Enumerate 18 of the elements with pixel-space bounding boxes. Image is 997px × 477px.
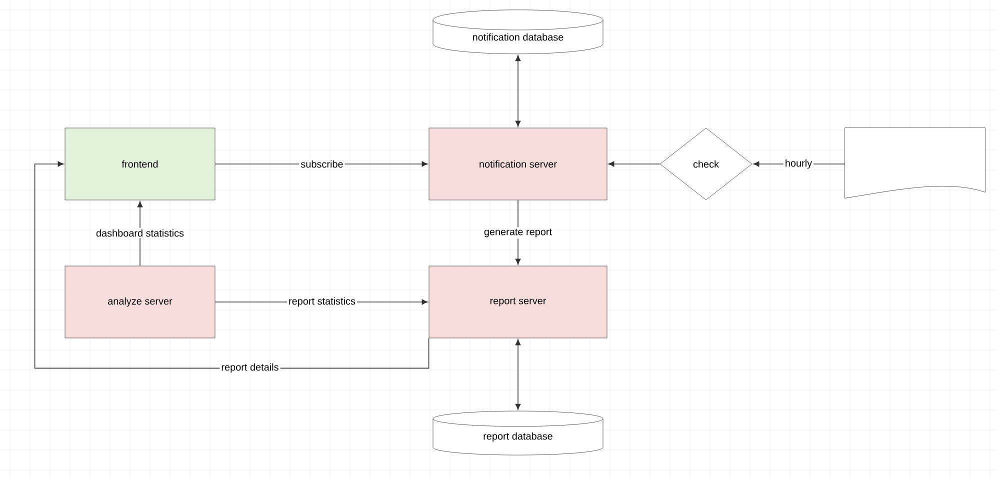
arrow [515, 55, 521, 127]
edge-label: generate report [482, 227, 554, 239]
process-box: frontend [64, 128, 216, 200]
arrow [515, 339, 521, 410]
database-cylinder: notification database [432, 10, 604, 54]
edge-label: subscribe [299, 158, 345, 170]
edge-label: report details [220, 362, 280, 374]
edge-label: report statistics [287, 296, 357, 308]
document-shape [844, 128, 986, 198]
edge-label: hourly [783, 158, 814, 170]
process-box: report server [428, 266, 608, 338]
process-box: analyze server [64, 266, 216, 338]
arrow [608, 161, 660, 167]
arrow [34, 161, 430, 369]
arrow [137, 201, 143, 266]
process-box: notification server [428, 128, 608, 200]
database-cylinder: report database [432, 410, 604, 456]
edge-label: dashboard statistics [94, 228, 186, 238]
